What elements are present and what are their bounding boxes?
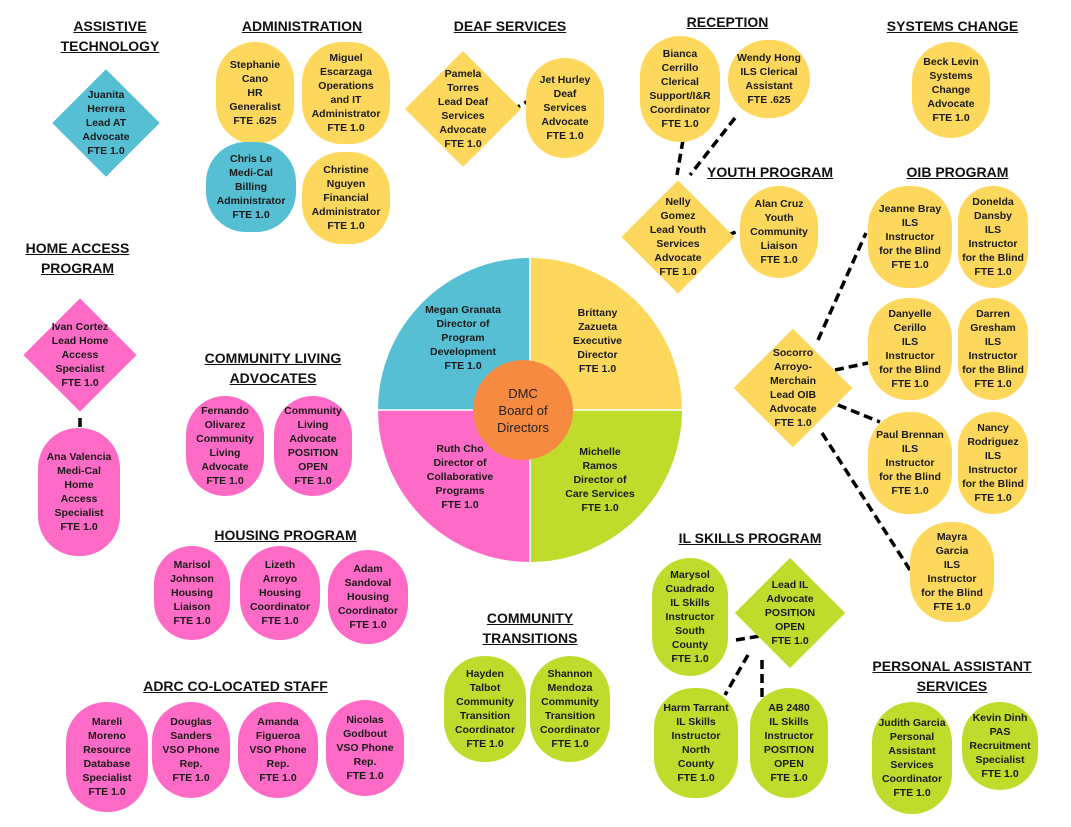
line-leadil-harm bbox=[723, 654, 750, 696]
node-fernando: Fernando Olivarez Community Living Advoc… bbox=[186, 396, 264, 496]
node-hayden: Hayden Talbot Community Transition Coord… bbox=[444, 656, 526, 762]
node-kevin: Kevin Dinh PAS Recruitment Specialist FT… bbox=[962, 702, 1038, 790]
node-harm: Harm Tarrant IL Skills Instructor North … bbox=[654, 688, 738, 798]
board-of-directors: DMC Board of Directors bbox=[473, 360, 573, 460]
node-nancy: Nancy Rodriguez ILS Instructor for the B… bbox=[958, 412, 1028, 514]
header-community-living-advocates: COMMUNITY LIVING ADVOCATES bbox=[204, 350, 342, 386]
node-stephanie: Stephanie Cano HR Generalist FTE .625 bbox=[216, 42, 294, 144]
node-adam: Adam Sandoval Housing Coordinator FTE 1.… bbox=[328, 550, 408, 644]
header-assistive-technology: ASSISTIVE TECHNOLOGY bbox=[60, 18, 160, 54]
node-pamela: Pamela Torres Lead Deaf Services Advocat… bbox=[405, 38, 521, 180]
node-socorro: Socorro Arroyo- Merchain Lead OIB Advoca… bbox=[733, 312, 853, 464]
line-socorro-jeanne bbox=[816, 232, 868, 341]
node-nelly: Nelly Gomez Lead Youth Services Advocate… bbox=[621, 168, 735, 306]
header-administration: ADMINISTRATION bbox=[241, 18, 363, 34]
node-marisol-johnson: Marisol Johnson Housing Liaison FTE 1.0 bbox=[154, 546, 230, 640]
node-mayra: Mayra Garcia ILS Instructor for the Blin… bbox=[910, 522, 994, 622]
node-marysol-cuadrado: Marysol Cuadrado IL Skills Instructor So… bbox=[652, 558, 728, 676]
node-donelda: Donelda Dansby ILS Instructor for the Bl… bbox=[958, 186, 1028, 288]
line-socorro-danyelle bbox=[834, 361, 869, 372]
line-leadil-marysol bbox=[735, 634, 761, 642]
header-personal-assistant-services: PERSONAL ASSISTANT SERVICES bbox=[872, 658, 1032, 694]
node-ana: Ana Valencia Medi-Cal Home Access Specia… bbox=[38, 428, 120, 556]
header-deaf-services: DEAF SERVICES bbox=[453, 18, 567, 34]
node-paul: Paul Brennan ILS Instructor for the Blin… bbox=[868, 412, 952, 514]
header-home-access-program: HOME ACCESS PROGRAM bbox=[25, 240, 130, 276]
node-cla-open: Community Living Advocate POSITION OPEN … bbox=[274, 396, 352, 496]
header-il-skills-program: IL SKILLS PROGRAM bbox=[678, 530, 822, 546]
node-alan: Alan Cruz Youth Community Liaison FTE 1.… bbox=[740, 186, 818, 278]
line-bianca-nelly bbox=[675, 139, 685, 176]
node-douglas: Douglas Sanders VSO Phone Rep. FTE 1.0 bbox=[152, 702, 230, 798]
node-chris: Chris Le Medi-Cal Billing Administrator … bbox=[206, 142, 296, 232]
header-systems-change: SYSTEMS CHANGE bbox=[886, 18, 1019, 34]
node-shannon: Shannon Mendoza Community Transition Coo… bbox=[530, 656, 610, 762]
node-jet: Jet Hurley Deaf Services Advocate FTE 1.… bbox=[526, 58, 604, 158]
node-ivan: Ivan Cortez Lead Home Access Specialist … bbox=[23, 286, 137, 424]
node-lizeth: Lizeth Arroyo Housing Coordinator FTE 1.… bbox=[240, 546, 320, 640]
node-ab2480: AB 2480 IL Skills Instructor POSITION OP… bbox=[750, 688, 828, 798]
header-housing-program: HOUSING PROGRAM bbox=[214, 527, 357, 543]
header-reception: RECEPTION bbox=[686, 14, 769, 30]
node-beck: Beck Levin Systems Change Advocate FTE 1… bbox=[912, 42, 990, 138]
node-danyelle: Danyelle Cerillo ILS Instructor for the … bbox=[868, 298, 952, 400]
wheel-label-michelle: Michelle Ramos Director of Care Services… bbox=[565, 446, 635, 514]
node-mareli: Mareli Moreno Resource Database Speciali… bbox=[66, 702, 148, 812]
wheel-top-right bbox=[530, 258, 682, 410]
wheel-bottom-right bbox=[530, 410, 682, 562]
node-nicolas: Nicolas Godbout VSO Phone Rep. FTE 1.0 bbox=[326, 700, 404, 796]
node-judith: Judith Garcia Personal Assistant Service… bbox=[872, 702, 952, 814]
node-miguel: Miguel Escarzaga Operations and IT Admin… bbox=[302, 42, 390, 144]
header-youth-program: YOUTH PROGRAM bbox=[707, 164, 833, 180]
wheel-label-megan: Megan Granata Director of Program Develo… bbox=[425, 304, 501, 372]
node-christine: Christine Nguyen Financial Administrator… bbox=[302, 152, 390, 244]
node-juanita: Juanita Herrera Lead AT Advocate FTE 1.0 bbox=[52, 62, 160, 184]
header-adrc-co-located-staff: ADRC CO-LOCATED STAFF bbox=[143, 678, 328, 694]
wheel-label-brittany: Brittany Zazueta Executive Director FTE … bbox=[572, 307, 623, 375]
wheel-label-ruth: Ruth Cho Director of Collaborative Progr… bbox=[426, 443, 494, 511]
node-amanda: Amanda Figueroa VSO Phone Rep. FTE 1.0 bbox=[238, 702, 318, 798]
header-community-transitions: COMMUNITY TRANSITIONS bbox=[482, 610, 578, 646]
node-lead-il: Lead IL Advocate POSITION OPEN FTE 1.0 bbox=[734, 548, 846, 678]
line-socorro-paul bbox=[837, 403, 881, 424]
node-jeanne: Jeanne Bray ILS Instructor for the Blind… bbox=[868, 186, 952, 288]
node-darren: Darren Gresham ILS Instructor for the Bl… bbox=[958, 298, 1028, 400]
header-oib-program: OIB PROGRAM bbox=[906, 164, 1009, 180]
line-wendy-nelly bbox=[688, 116, 737, 177]
node-bianca: Bianca Cerrillo Clerical Support/I&R Coo… bbox=[640, 36, 720, 142]
node-wendy: Wendy Hong ILS Clerical Assistant FTE .6… bbox=[728, 40, 810, 118]
